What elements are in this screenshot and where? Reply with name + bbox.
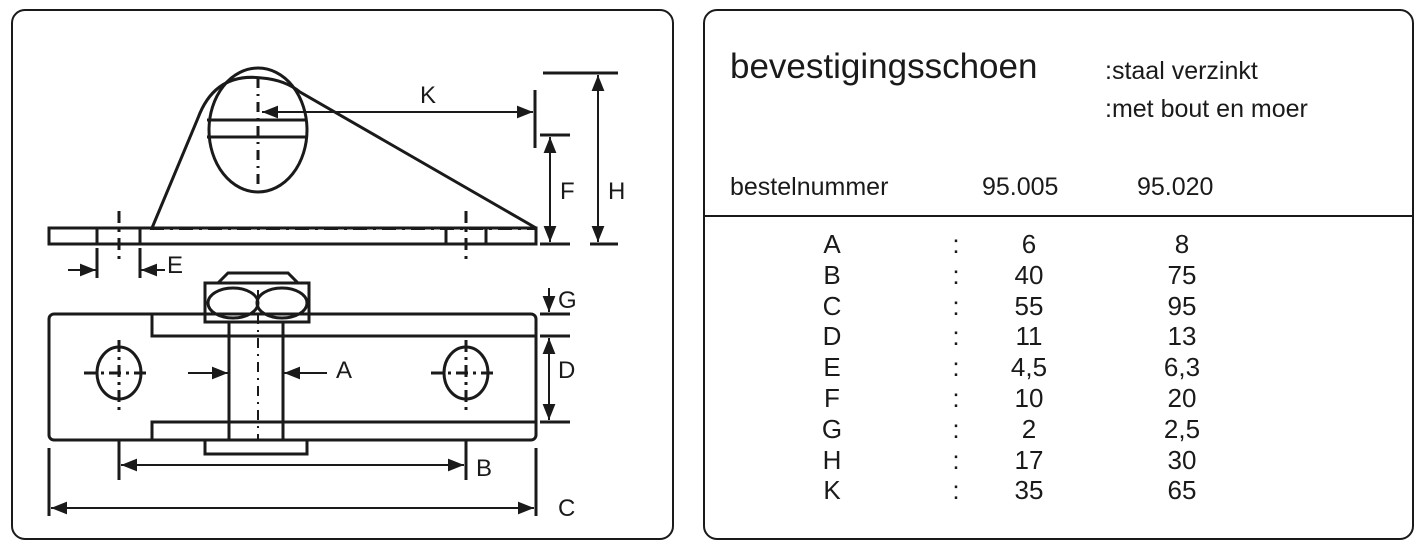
- included-property: :met bout en moer: [1105, 95, 1308, 123]
- table-row: G: 2 2,5: [705, 414, 1405, 445]
- table-row: B: 40 75: [705, 260, 1405, 291]
- cell-dim: K: [823, 475, 841, 506]
- table-row: K: 35 65: [705, 475, 1405, 506]
- side-view: [47, 66, 618, 278]
- cell-dim: A: [823, 229, 841, 259]
- cell-v1: 40: [1014, 259, 1044, 290]
- cell-v1: 10: [1014, 383, 1044, 413]
- dim-label-k: K: [420, 82, 436, 109]
- table-row: D: 11 13: [705, 321, 1405, 352]
- cell-v2: 30: [1167, 444, 1197, 475]
- material-property: :staal verzinkt: [1105, 57, 1258, 85]
- cell-v2: 20: [1167, 383, 1197, 413]
- cell-dim: B: [823, 259, 841, 290]
- table-row: A: 6 8: [705, 229, 1405, 260]
- cell-v2: 95: [1167, 290, 1197, 321]
- dim-label-e: E: [167, 252, 183, 279]
- cell-v2: 13: [1167, 321, 1197, 352]
- dim-label-d: D: [558, 357, 575, 384]
- product-title: bevestigingsschoen: [730, 47, 1038, 86]
- cell-v2: 65: [1167, 475, 1197, 506]
- cell-sep: :: [952, 413, 960, 444]
- table-row: F: 10 20: [705, 383, 1405, 414]
- cell-sep: :: [952, 321, 960, 352]
- cell-v1: 4,5: [1010, 352, 1048, 383]
- cell-sep: :: [952, 229, 960, 259]
- cell-v1: 55: [1014, 290, 1044, 321]
- table-row: C: 55 95: [705, 291, 1405, 322]
- dim-label-b: B: [476, 455, 492, 482]
- cell-sep: :: [952, 290, 960, 321]
- dim-label-h: H: [608, 178, 625, 205]
- dim-label-c: C: [558, 495, 575, 522]
- cell-sep: :: [952, 444, 960, 475]
- cell-v2: 2,5: [1163, 413, 1201, 444]
- dim-label-f: F: [560, 178, 575, 205]
- cell-dim: E: [823, 352, 841, 383]
- cell-v1: 35: [1014, 475, 1044, 506]
- cell-sep: :: [952, 259, 960, 290]
- cell-dim: G: [821, 413, 843, 444]
- cell-dim: D: [822, 321, 842, 352]
- model-header-2: 95.020: [1137, 173, 1214, 201]
- cell-sep: :: [952, 475, 960, 506]
- top-view: [47, 271, 570, 516]
- cell-v1: 17: [1014, 444, 1044, 475]
- cell-dim: C: [822, 290, 842, 321]
- cell-v1: 2: [1021, 413, 1037, 444]
- table-row: E: 4,5 6,3: [705, 352, 1405, 383]
- table-row: H: 17 30: [705, 445, 1405, 476]
- cell-v1: 6: [1021, 229, 1037, 259]
- cell-v2: 8: [1174, 229, 1190, 259]
- cell-sep: :: [952, 383, 960, 413]
- model-header-1: 95.005: [982, 173, 1059, 201]
- cell-v2: 75: [1167, 259, 1197, 290]
- drawing-panel: [11, 9, 674, 540]
- order-number-label: bestelnummer: [730, 173, 889, 201]
- cell-v1: 11: [1015, 321, 1043, 352]
- cell-dim: F: [824, 383, 840, 413]
- dim-label-g: G: [558, 287, 577, 314]
- cell-dim: H: [822, 444, 842, 475]
- cell-sep: :: [952, 352, 960, 383]
- spec-panel: bevestigingsschoen :staal verzinkt :met …: [703, 9, 1414, 540]
- cell-v2: 6,3: [1163, 352, 1201, 383]
- divider: [705, 215, 1412, 217]
- dim-label-a: A: [336, 357, 352, 384]
